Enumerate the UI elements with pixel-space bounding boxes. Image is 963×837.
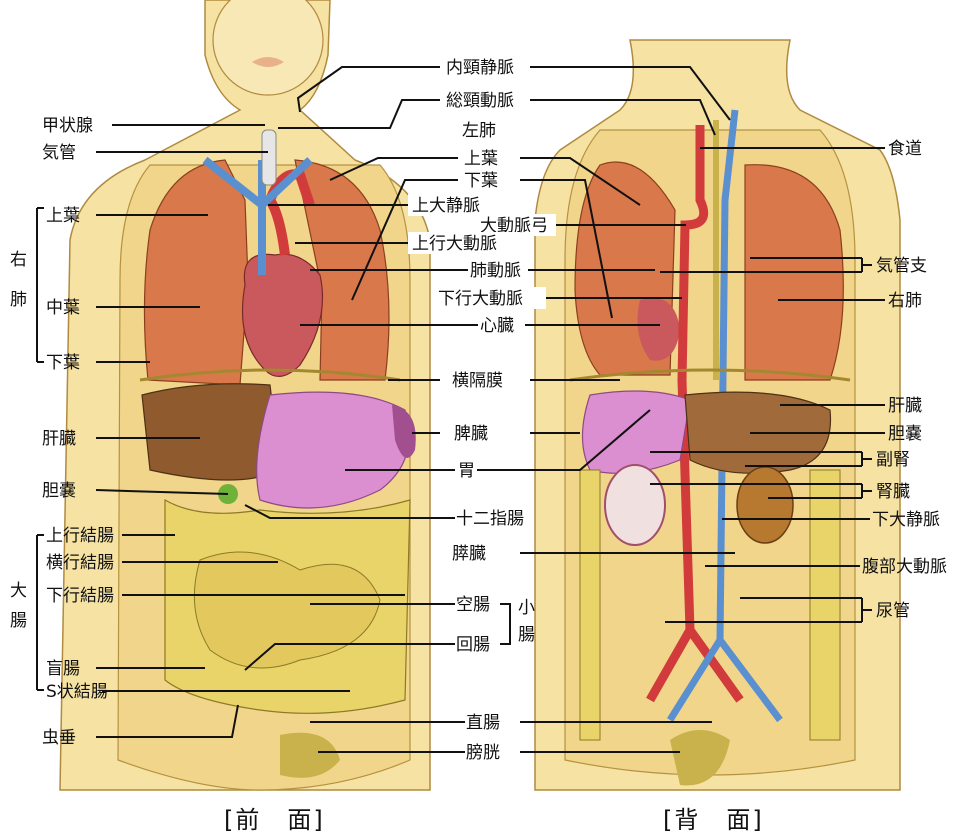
label-duodenum: 十二指腸 [456,509,524,529]
label-adrenal: 副腎 [876,450,910,470]
label-back-gallbladder: 胆嚢 [888,424,922,444]
label-inferior-vena-cava: 下大静脈 [872,510,940,530]
label-descending-aorta: 下行大動脈 [438,289,523,309]
label-abdominal-aorta: 腹部大動脈 [862,557,947,577]
label-front-gallbladder: 胆嚢 [42,481,76,501]
label-rectum: 直腸 [466,713,500,733]
label-appendix: 虫垂 [42,728,76,748]
label-pulmonary-artery: 肺動脈 [470,261,521,281]
label-right-lung-group-1: 右 [10,250,27,270]
label-back-right-lung: 右肺 [888,291,922,311]
label-front-lower-lobe: 下葉 [46,353,80,373]
label-front-upper-lobe: 上葉 [46,206,80,226]
back-stomach [583,391,691,473]
caption-front: [前 面] [224,806,325,834]
label-spleen: 脾臓 [454,424,488,444]
label-sigmoid-colon: S状結腸 [46,682,108,702]
label-kidney: 腎臓 [876,482,910,502]
label-right-lung-group-2: 肺 [10,290,27,310]
label-descending-colon: 下行結腸 [46,586,114,606]
label-heart: 心臓 [480,316,514,336]
label-trachea: 気管 [42,143,76,163]
label-internal-jugular: 内頸静脈 [446,58,514,78]
label-bronchi: 気管支 [876,256,927,276]
label-ureter: 尿管 [876,601,910,621]
label-stomach: 胃 [458,461,475,481]
label-bladder: 膀胱 [466,743,500,763]
label-transverse-colon: 横行結腸 [46,553,114,573]
label-large-intestine-group-1: 大 [10,581,27,601]
label-left-lung: 左肺 [462,121,496,141]
label-front-middle-lobe: 中葉 [46,298,80,318]
back-kidney-left [605,465,665,545]
label-diaphragm: 横隔膜 [452,371,503,391]
label-esophagus: 食道 [888,139,922,159]
front-illustration [60,0,430,790]
label-left-upper-lobe: 上葉 [464,149,498,169]
caption-back: [背 面] [663,806,764,834]
label-pancreas: 膵臓 [452,544,486,564]
label-ileum: 回腸 [456,635,490,655]
label-ascending-colon: 上行結腸 [46,526,114,546]
label-thyroid: 甲状腺 [42,116,93,136]
front-trachea [262,130,276,185]
back-kidney-right [737,467,793,543]
label-cecum: 盲腸 [46,659,80,679]
label-large-intestine-group-2: 腸 [10,611,27,631]
label-small-intestine-group-2: 腸 [518,625,535,645]
label-ascending-aorta: 上行大動脈 [412,234,497,254]
label-superior-vena-cava: 上大静脈 [412,196,480,216]
label-common-carotid: 総頸動脈 [446,91,514,111]
label-left-lower-lobe: 下葉 [464,171,498,191]
label-front-liver: 肝臓 [42,429,76,449]
label-jejunum: 空腸 [456,595,490,615]
label-back-liver: 肝臓 [888,396,922,416]
back-illustration [535,40,900,790]
label-small-intestine-group-1: 小 [518,598,535,618]
